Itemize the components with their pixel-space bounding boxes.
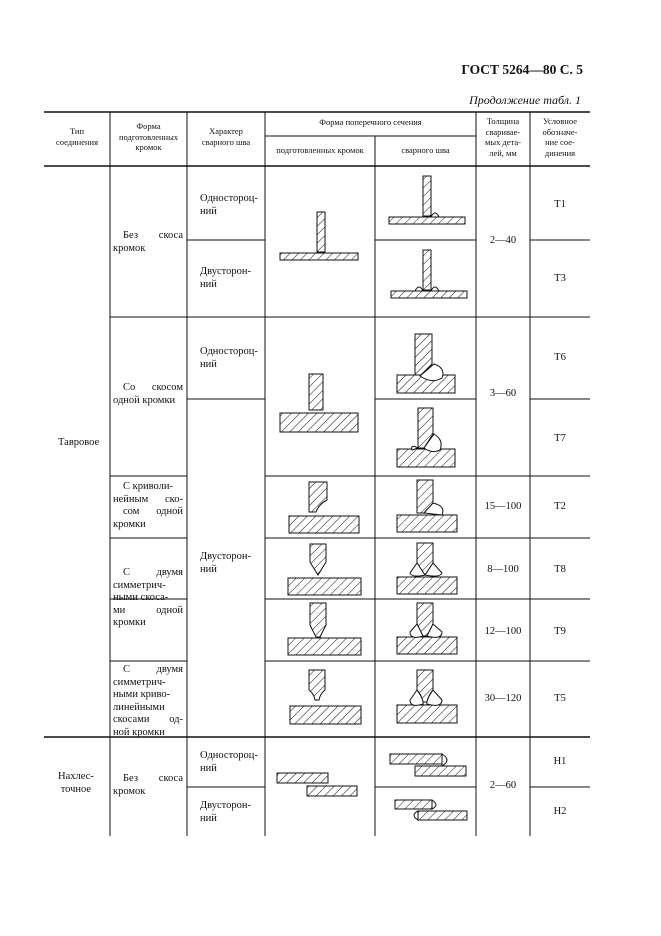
joint-type-lap: Нахлес-точное [58,771,94,795]
designation-t6: Т6 [554,352,566,363]
drawing-t5-prepared [289,669,362,725]
table-grid [44,111,590,836]
weld-one-sided-r3: Одностороц-ний [200,750,258,774]
drawing-lap-prepared [276,772,358,797]
edge-two-sym-bevels: С двумя симметрич- ными скоса- ми одной … [113,567,183,629]
designation-t8: Т8 [554,564,566,575]
designation-t5: Т5 [554,693,566,704]
weld-two-sided-r2: Двусторон-ний [200,551,251,575]
drawing-t2-prepared [288,481,360,534]
drawing-t-no-bevel-prepared [279,211,359,261]
col-prepared-edges: подготовленных кромок [276,145,364,155]
thickness-r6: 30—120 [484,693,522,704]
designation-h1: Н1 [553,756,567,767]
designation-t1: Т1 [554,199,566,210]
weld-one-sided-r1: Одностороц-ний [200,193,258,217]
drawing-h2-weld [394,799,468,821]
thickness-r3: 15—100 [484,501,522,512]
drawing-t6-weld [396,333,456,394]
weld-two-sided-r3: Двусторон-ний [200,800,251,824]
thickness-r7: 2—60 [489,780,517,791]
drawing-t2-weld [396,479,458,533]
weld-one-sided-r2: Одностороц-ний [200,346,258,370]
standard-header: ГОСТ 5264—80 С. 5 [461,62,583,77]
thickness-r5: 12—100 [484,626,522,637]
continuation-label: Продолжение табл. 1 [469,93,581,107]
joint-type-t: Тавровое [58,437,100,448]
drawing-t8-weld [396,542,458,595]
designation-t9: Т9 [554,626,566,637]
thickness-r2: 3—60 [489,388,517,399]
edge-two-sym-curved: С двумя симметрич- ными криво- линейными… [113,664,183,738]
drawing-t1-weld [388,175,466,225]
col-weld: сварного шва [401,145,450,155]
drawing-h1-weld [389,753,467,777]
drawing-t-one-bevel-prepared [279,373,359,433]
designation-h2: Н2 [553,806,567,817]
designation-t2: Т2 [554,501,566,512]
col-cross-section: Форма поперечного сечения [319,117,422,127]
designation-t3: Т3 [554,273,566,284]
drawing-t5-weld [396,669,458,724]
thickness-r4: 8—100 [487,564,519,575]
weld-two-sided-r1: Двусторон-ний [200,266,251,290]
thickness-r1: 2—40 [489,235,517,246]
drawing-t9-prepared [287,602,362,656]
drawing-t3-weld [390,249,468,299]
drawing-t7-weld [396,407,456,468]
edge-curved-bevel: С криволи- нейным ско- сом одной кромки [113,481,183,530]
designation-t7: Т7 [554,433,566,444]
drawing-t8-prepared [287,543,362,596]
drawing-t9-weld [396,602,458,655]
